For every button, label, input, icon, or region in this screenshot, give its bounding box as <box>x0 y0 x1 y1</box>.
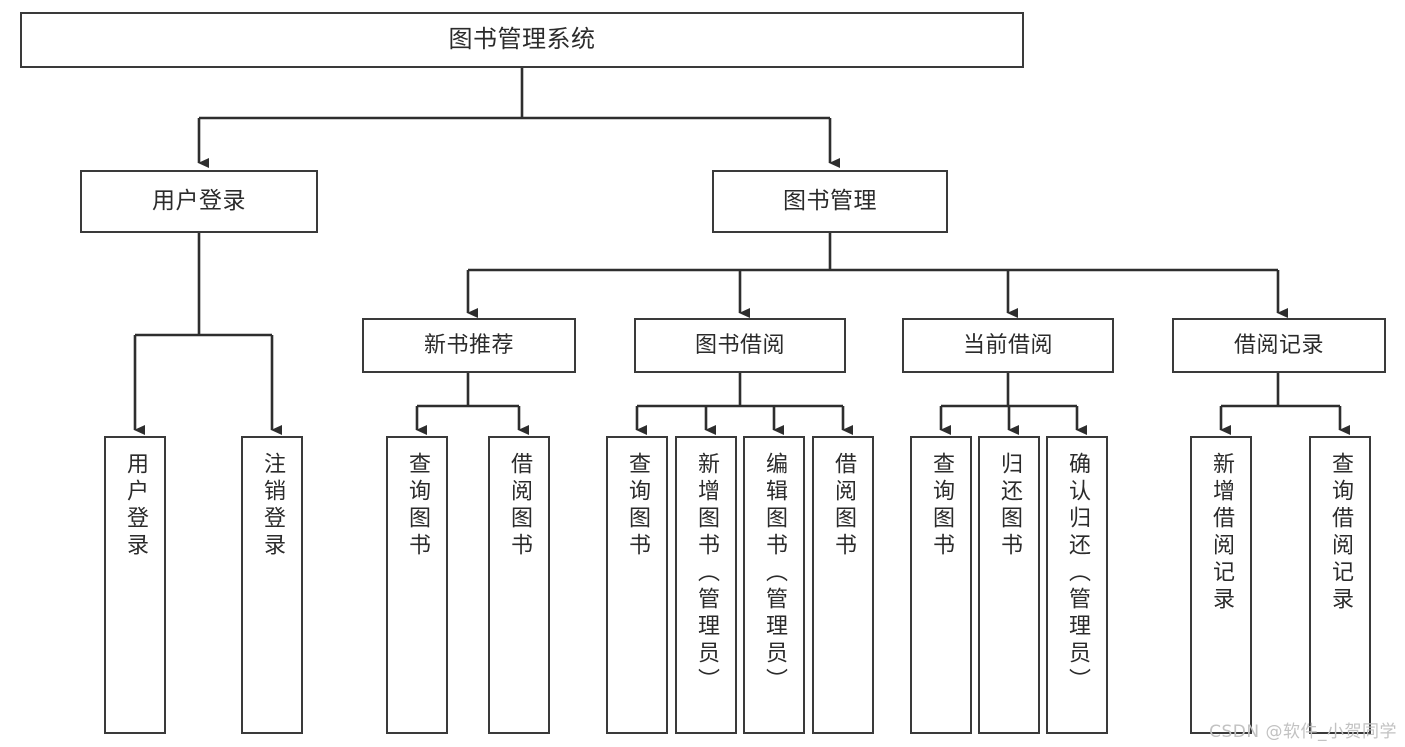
node-label: 用户登录 <box>123 452 148 560</box>
node-label: 确认归还（管理员） <box>1065 452 1090 695</box>
leaf-query-borrow-record[interactable]: 查询借阅记录 <box>1309 436 1371 734</box>
node-label: 查询图书 <box>625 452 650 560</box>
node-label: 查询图书 <box>405 452 430 560</box>
node-label: 用户登录 <box>152 188 246 215</box>
node-label: 新书推荐 <box>423 332 514 358</box>
node-label: 编辑图书（管理员） <box>762 452 787 695</box>
leaf-borrow-book-new-recommend[interactable]: 借阅图书 <box>488 436 550 734</box>
node-label: 查询图书 <box>929 452 954 560</box>
leaf-add-book-admin[interactable]: 新增图书（管理员） <box>675 436 737 734</box>
node-label: 查询借阅记录 <box>1328 452 1353 614</box>
node-book-borrowing[interactable]: 图书借阅 <box>634 318 846 373</box>
leaf-return-book[interactable]: 归还图书 <box>978 436 1040 734</box>
node-current-borrowing[interactable]: 当前借阅 <box>902 318 1114 373</box>
node-label: 图书管理系统 <box>448 25 596 54</box>
leaf-query-book-borrowing[interactable]: 查询图书 <box>606 436 668 734</box>
leaf-add-borrow-record[interactable]: 新增借阅记录 <box>1190 436 1252 734</box>
node-label: 借阅图书 <box>507 452 532 560</box>
node-label: 图书借阅 <box>694 332 785 358</box>
node-label: 当前借阅 <box>962 332 1053 358</box>
leaf-edit-book-admin[interactable]: 编辑图书（管理员） <box>743 436 805 734</box>
node-label: 图书管理 <box>783 188 877 215</box>
node-borrowing-record[interactable]: 借阅记录 <box>1172 318 1386 373</box>
node-label: 归还图书 <box>997 452 1022 560</box>
node-user-login[interactable]: 用户登录 <box>80 170 318 233</box>
node-label: 借阅图书 <box>831 452 856 560</box>
leaf-logout-login[interactable]: 注销登录 <box>241 436 303 734</box>
node-root-book-management-system[interactable]: 图书管理系统 <box>20 12 1024 68</box>
node-label: 注销登录 <box>260 452 285 560</box>
leaf-confirm-return-admin[interactable]: 确认归还（管理员） <box>1046 436 1108 734</box>
leaf-query-book-new-recommend[interactable]: 查询图书 <box>386 436 448 734</box>
csdn-watermark: CSDN @软件_小贺同学 <box>1209 722 1397 742</box>
node-label: 新增借阅记录 <box>1209 452 1234 614</box>
node-label: 新增图书（管理员） <box>694 452 719 695</box>
node-new-book-recommendation[interactable]: 新书推荐 <box>362 318 576 373</box>
node-label: 借阅记录 <box>1233 332 1324 358</box>
leaf-query-book-current[interactable]: 查询图书 <box>910 436 972 734</box>
node-book-management[interactable]: 图书管理 <box>712 170 948 233</box>
leaf-user-login[interactable]: 用户登录 <box>104 436 166 734</box>
leaf-borrow-book-borrowing[interactable]: 借阅图书 <box>812 436 874 734</box>
